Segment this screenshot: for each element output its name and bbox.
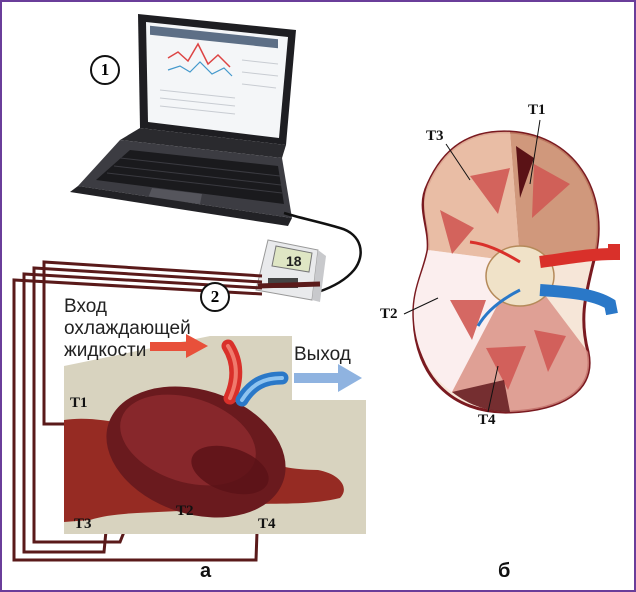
left-sensor-t4: T4 [258, 516, 276, 533]
outlet-label: Выход [294, 344, 351, 366]
kidney-cross-section [414, 132, 614, 412]
panel-label-b: б [498, 560, 510, 583]
callout-logger: 2 [200, 282, 230, 312]
left-sensor-t3: T3 [74, 516, 92, 533]
left-sensor-t2: T2 [176, 503, 194, 520]
outlet-arrow [294, 364, 362, 392]
right-sensor-t2: T2 [380, 306, 398, 323]
callout-laptop: 1 [90, 55, 120, 85]
perfused-kidney-photo [64, 336, 366, 539]
right-sensor-t1: T1 [528, 102, 546, 119]
data-logger-device: 18 [256, 240, 326, 302]
laptop-illustration [70, 14, 296, 226]
inlet-label-line-3: жидкости [64, 340, 146, 362]
inlet-label-line-2: охлаждающей [64, 318, 191, 340]
right-sensor-t4: T4 [478, 412, 496, 429]
left-sensor-t1: T1 [70, 395, 88, 412]
logger-display-value: 18 [286, 253, 302, 269]
panel-label-a: а [200, 560, 211, 583]
inlet-label-line-1: Вход [64, 296, 107, 318]
right-sensor-t3: T3 [426, 128, 444, 145]
